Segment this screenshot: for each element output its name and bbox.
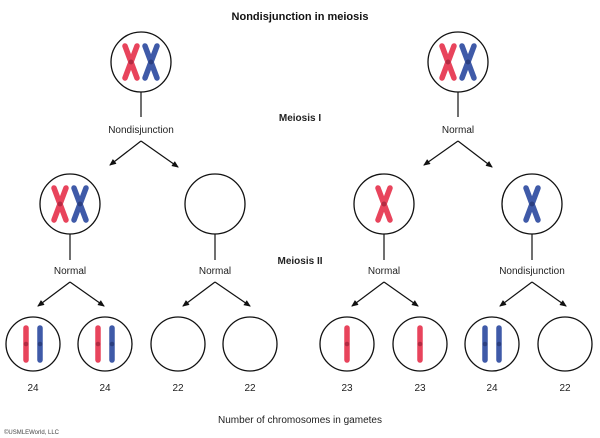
right-gamete-1 — [319, 316, 375, 372]
diagram-title: Nondisjunction in meiosis — [232, 11, 369, 23]
right-daughter-cell-b — [501, 173, 563, 235]
left-gamete-2 — [77, 316, 133, 372]
left-gamete-count-2: 24 — [99, 383, 111, 394]
meiosis-2-label: Meiosis II — [277, 256, 322, 267]
right-meiosis-1-event: Normal — [442, 125, 474, 136]
left-gamete-count-3: 22 — [172, 383, 184, 394]
left-gamete-count-1: 24 — [27, 383, 39, 394]
right-parent-cell — [427, 31, 489, 93]
right-gamete-4 — [537, 316, 593, 372]
left-meiosis-1-event: Nondisjunction — [108, 125, 174, 136]
left-meiosis-2-event-b: Normal — [199, 266, 231, 277]
left-gamete-4 — [222, 316, 278, 372]
meiosis-1-label: Meiosis I — [279, 113, 321, 124]
left-gamete-count-4: 22 — [244, 383, 256, 394]
right-gamete-2 — [392, 316, 448, 372]
right-gamete-3 — [464, 316, 520, 372]
right-gamete-count-3: 24 — [486, 383, 498, 394]
left-meiosis-2-event-a: Normal — [54, 266, 86, 277]
copyright-notice: ©USMLEWorld, LLC — [4, 429, 60, 436]
left-daughter-cell-a — [39, 173, 101, 235]
left-parent-cell — [110, 31, 172, 93]
blue-chromosome-x — [142, 43, 160, 81]
left-daughter-cell-b — [184, 173, 246, 235]
footer-caption: Number of chromosomes in gametes — [218, 415, 382, 426]
right-gamete-count-1: 23 — [341, 383, 353, 394]
right-meiosis-2-event-a: Normal — [368, 266, 400, 277]
right-daughter-cell-a — [353, 173, 415, 235]
right-gamete-count-4: 22 — [559, 383, 571, 394]
left-tree: Nondisjunction Normal Normal — [5, 31, 278, 394]
red-chromosome-x — [122, 43, 140, 81]
right-gamete-count-2: 23 — [414, 383, 426, 394]
left-gamete-3 — [150, 316, 206, 372]
right-meiosis-2-event-b: Nondisjunction — [499, 266, 565, 277]
right-tree: Normal Normal Nondisjunction — [319, 31, 593, 394]
left-gamete-1 — [5, 316, 61, 372]
